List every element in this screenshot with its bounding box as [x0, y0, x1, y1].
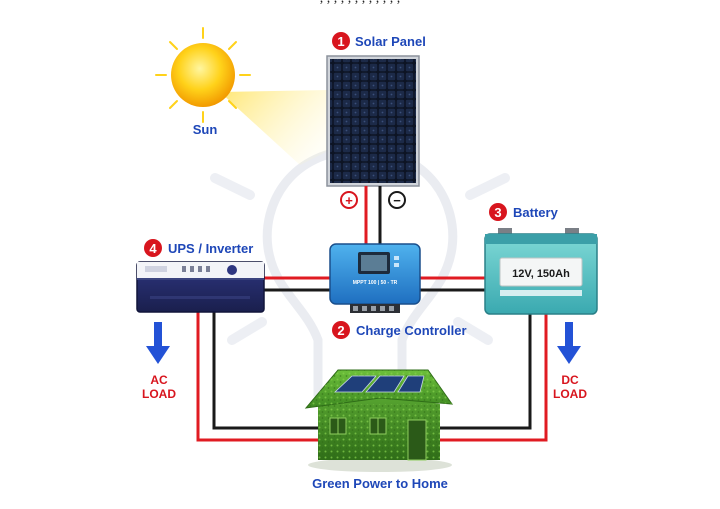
- step-1-number: 1: [337, 34, 344, 49]
- battery-label: Battery: [513, 205, 559, 220]
- wire-ac-red: [196, 312, 318, 442]
- plus-symbol: +: [345, 193, 353, 208]
- ac-load-label-line2: LOAD: [142, 387, 176, 401]
- green-power-label: Green Power to Home: [312, 476, 448, 491]
- solar-panel-label: Solar Panel: [355, 34, 426, 49]
- wire-dc-red: [440, 312, 548, 442]
- arrow-down-icon: [146, 322, 170, 364]
- ac-load-label-line1: AC: [150, 373, 168, 387]
- dc-load-label-line1: DC: [561, 373, 579, 387]
- sun-icon: [155, 27, 330, 165]
- minus-symbol: −: [393, 193, 401, 208]
- step-2-number: 2: [337, 323, 344, 338]
- step-4-badge: [144, 239, 162, 257]
- sun-label: Sun: [193, 122, 218, 137]
- step-2-badge: [332, 321, 350, 339]
- inverter-icon: [136, 261, 265, 313]
- charge-controller-icon: [329, 243, 421, 313]
- negative-terminal-icon: [388, 191, 406, 209]
- step-1-badge: [332, 32, 350, 50]
- solar-panel-icon: [326, 55, 420, 187]
- step-3-number: 3: [494, 205, 501, 220]
- battery-icon: [484, 228, 598, 315]
- battery-spec-text: 12V, 150Ah: [512, 268, 570, 280]
- ups-inverter-label: UPS / Inverter: [168, 241, 253, 256]
- wiring: [196, 186, 548, 442]
- charge-controller-label: Charge Controller: [356, 323, 467, 338]
- dc-load-label-line2: LOAD: [553, 387, 587, 401]
- step-4-number: 4: [149, 241, 157, 256]
- cropped-caption-text: , , , , , , , , , , , ,: [0, 0, 720, 9]
- house-icon: [304, 369, 454, 472]
- positive-terminal-icon: [340, 191, 358, 209]
- controller-model-text: MPPT 100 | 50 - TR: [353, 280, 398, 286]
- arrow-down-icon: [557, 322, 581, 364]
- wire-dc-black: [440, 312, 532, 430]
- step-3-badge: [489, 203, 507, 221]
- wire-ac-black: [212, 312, 318, 430]
